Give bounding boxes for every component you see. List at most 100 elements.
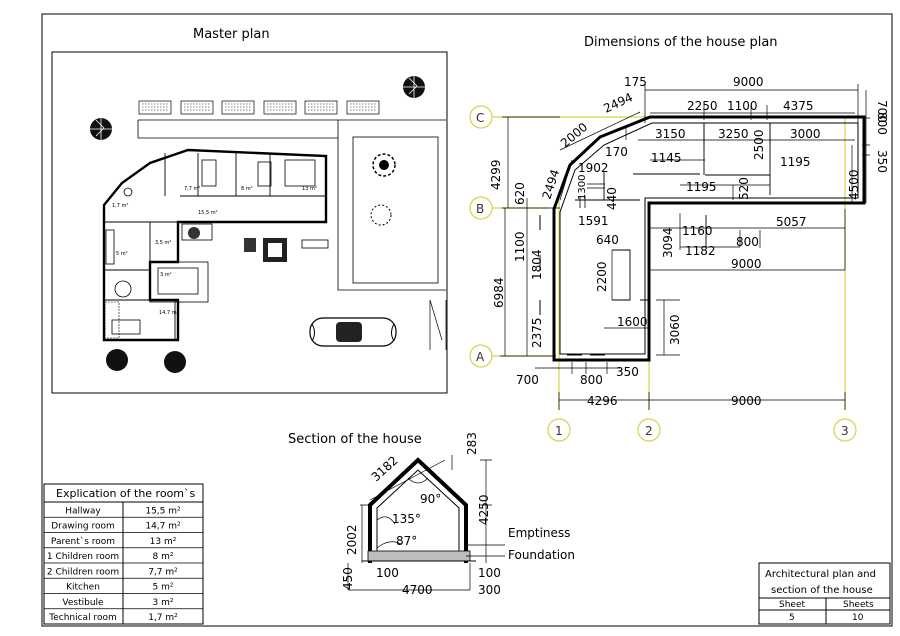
site-room-label: 13 m² [302,186,317,192]
table-room-area: 7,7 m² [148,567,178,577]
site-boundary [51,51,448,394]
dining-table-icon [114,280,132,298]
dim-label: 5057 [776,215,807,229]
dim-line [648,209,846,270]
dim-line [558,392,846,410]
site-room-label: 3,5 m² [155,240,171,246]
angle-arc [376,477,429,549]
veranda [157,267,199,295]
dim-label: 6984 [492,277,506,308]
axis-marker-label: A [476,350,485,364]
sheets-label: Sheets [843,600,874,610]
dim-label: 2000 [558,120,590,150]
site-room-label: 1,7 m² [112,203,128,209]
axis-marker-label: 3 [841,424,849,438]
dim-label: 1100 [727,99,758,113]
title-block-frame [758,562,891,625]
table-icon [181,223,213,241]
table-room-name: Drawing room [51,522,115,532]
dim-line [625,123,855,145]
outer-frame [41,13,893,627]
dim-line [650,105,855,120]
axis-marker [547,418,571,442]
table-header: Explication of the room`s [56,487,196,500]
dim-label: 2200 [595,261,609,292]
dim-label: 1145 [651,151,682,165]
dim-label: 700 [516,373,539,387]
dim-label: 1804 [530,249,544,280]
dim-label: 520 [737,177,751,200]
table-room-name: Parent`s room [51,536,115,547]
dim-label: 440 [605,187,619,210]
bush-icon [379,160,389,170]
garden-bed [180,100,214,115]
garden-beds [138,100,380,115]
table-room-area: 14,7 m² [145,522,181,532]
stairs-icon [104,301,120,339]
dim-label: 1902 [578,161,609,175]
dim-line [559,111,641,201]
dim-label: 1600 [617,315,648,329]
table-room-name: Vestibule [62,598,104,608]
site-house-partitions [104,153,326,340]
gate [429,299,447,350]
axis-marker-label: 1 [555,424,563,438]
sheet-label: Sheet [779,600,805,610]
title-block-title: section of the house [771,585,873,596]
site-house: 14,7 m² 7,7 m² 8 m² 13 m² 15,5 m² 1,7 m²… [102,148,328,342]
dim-label: 2250 [687,99,718,113]
dim-line [502,116,560,209]
axis-marker [469,344,493,368]
plan-dimension-labels: 175 9000 700 2494 2250 1100 4375 800 200… [489,75,889,408]
site-house-wall [102,148,328,342]
dim-label: 100 [376,566,399,580]
table-room-name: Technical room [48,613,116,623]
site-room-label: 14,7 m² [159,310,179,316]
site-room-label: 8 m² [241,186,253,192]
dim-label: 2494 [601,90,635,116]
tree-icon [164,351,186,373]
interior-wall [575,123,771,301]
dim-label: 9000 [731,394,762,408]
dim-label: 2375 [530,317,544,348]
parking-area [352,136,439,284]
opening-mark [579,183,605,208]
title-block: Architectural plan and section of the ho… [758,562,891,625]
axis-marker-label: C [476,111,484,125]
grill-icon [244,238,256,252]
plant-icon [188,227,200,239]
axis-markers: C B A 1 2 3 [469,105,857,442]
dim-label: 87° [396,534,417,548]
axis-marker [469,196,493,220]
dim-label: 283 [465,432,479,455]
dim-line [679,213,761,250]
axis-marker [833,418,857,442]
garden-bed [138,100,172,115]
dim-label: 9000 [733,75,764,89]
dim-label: 1300 [577,175,588,200]
garden-bed [221,100,255,115]
section-label: Emptiness [508,526,570,540]
site-road [137,119,338,138]
table-room-area: 13 m² [150,537,177,547]
tree-icon [106,349,128,371]
exterior-wall [552,115,866,362]
site-room-label: 15,5 m² [198,210,218,216]
bench-icon [301,239,329,249]
dim-line [604,250,648,329]
dim-label: 1195 [780,155,811,169]
table-room-area: 5 m² [153,583,174,593]
master-plan: 14,7 m² 7,7 m² 8 m² 13 m² 15,5 m² 1,7 m²… [51,51,448,394]
window-mark [539,215,605,356]
section-dim-lines [347,455,492,591]
dim-label: 640 [596,233,619,247]
dim-label: 175 [624,75,647,89]
garden-bed-rows [142,103,376,111]
dim-label: 1160 [682,224,713,238]
dim-label: 170 [605,145,628,159]
dim-line [862,90,870,203]
fountain-icon [268,243,282,257]
master-plan-title: Master plan [193,27,270,42]
